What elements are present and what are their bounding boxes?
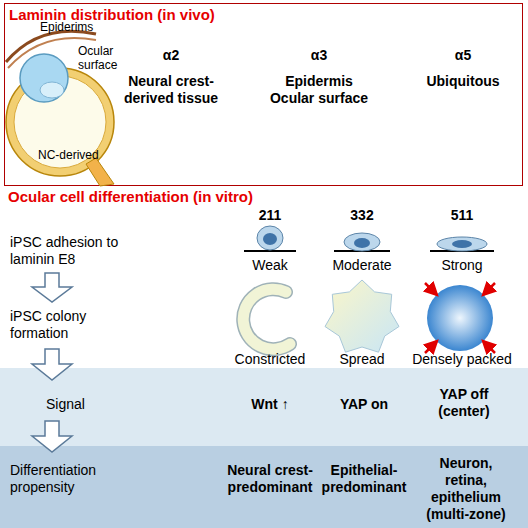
substrate-line (244, 250, 296, 252)
row-label: Differentiation propensity (10, 462, 160, 496)
tissue-label: Neural crest-derived tissue (112, 73, 230, 107)
substrate-line (334, 250, 390, 252)
laminin-isoform: 511 (432, 207, 492, 224)
propensity-value: Epithelial-predominant (316, 462, 412, 496)
colony-outline (243, 289, 290, 349)
compaction-arrow (425, 283, 437, 295)
row-label: iPSC colony formation (10, 308, 130, 342)
laminin-isoform: 332 (332, 207, 392, 224)
constricted-colony (243, 289, 290, 349)
section-heading: Ocular cell differentiation (in vitro) (8, 188, 408, 205)
panel-heading: Laminin distribution (in vivo) (9, 6, 409, 23)
cell-nucleus (263, 233, 277, 245)
tissue-label: Ubiquitous (407, 73, 519, 90)
signal-value: Wnt ↑ (225, 396, 315, 413)
propensity-value: Neural crest-predominant (220, 462, 320, 496)
substrate-line (430, 250, 494, 252)
colony-caption: Spread (317, 351, 407, 368)
row-label: iPSC adhesion to laminin E8 (10, 234, 160, 268)
cell-caption: Moderate (317, 257, 407, 274)
distribution-panel: Laminin distribution (in vivo) α2Neural c… (4, 3, 523, 186)
colony-caption: Densely packed (407, 351, 517, 368)
row-label: Signal (46, 396, 136, 413)
compaction-arrow (483, 341, 495, 353)
flow-arrow (32, 273, 72, 302)
laminin-chain: α5 (423, 47, 503, 64)
propensity-value: Neuron, retina, epithelium (multi-zone) (420, 455, 512, 523)
compaction-arrow (425, 341, 437, 353)
tissue-label: Epidermis Ocular surface (263, 73, 375, 107)
propensity-band: Differentiation propensity Neural crest-p… (0, 446, 528, 528)
signal-value: YAP off (center) (414, 386, 514, 420)
signal-band: Signal Wnt ↑YAP on YAP off (center) (0, 368, 528, 446)
cell-shape (344, 233, 380, 251)
cell-nucleus (452, 240, 472, 248)
laminin-isoform: 211 (240, 207, 300, 224)
cell-caption: Strong (412, 257, 512, 274)
cell-caption: Weak (225, 257, 315, 274)
cell-shape (437, 237, 487, 251)
compaction-arrow (483, 283, 495, 295)
cell-shape (257, 226, 283, 250)
dense-colony (427, 285, 493, 351)
colony-caption: Constricted (225, 351, 315, 368)
laminin-chain: α2 (131, 47, 211, 64)
laminin-chain: α3 (279, 47, 359, 64)
cell-nucleus (354, 238, 370, 248)
spread-colony (325, 280, 399, 352)
signal-value: YAP on (319, 396, 409, 413)
